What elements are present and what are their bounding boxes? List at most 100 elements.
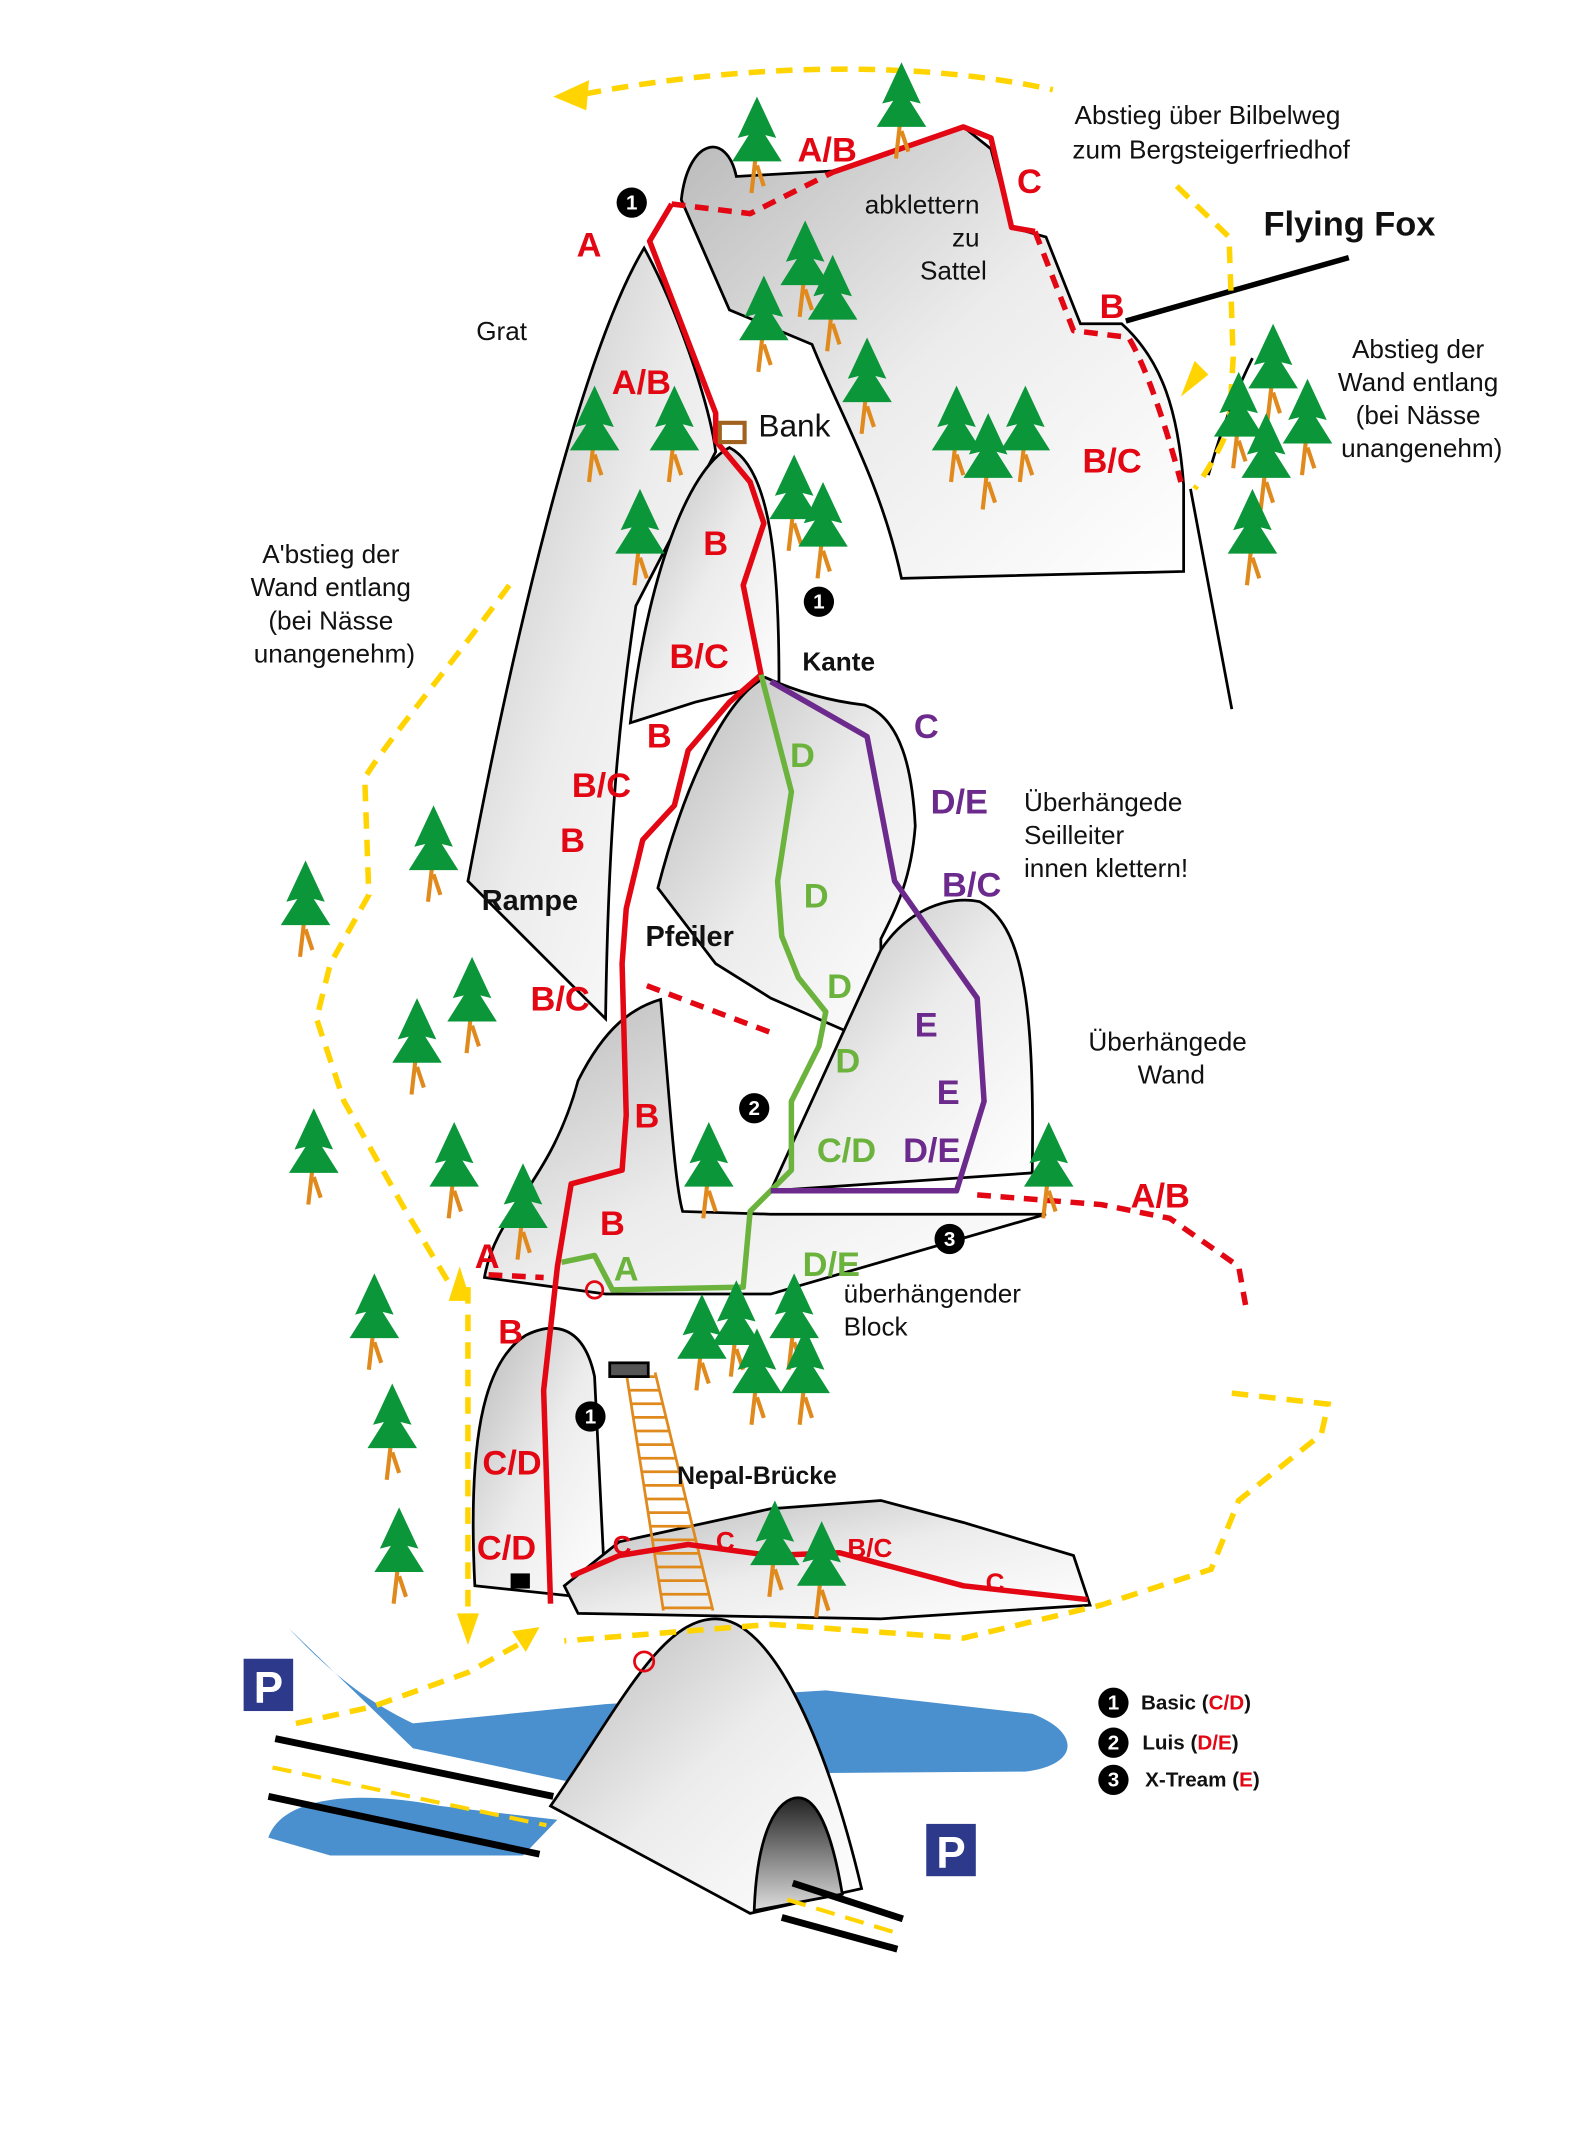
grade-label-red: B (703, 525, 728, 563)
tree-icon (780, 220, 830, 318)
grade-label-red: C (1017, 163, 1042, 201)
kante-label: Kante (802, 647, 875, 677)
tree-icon (684, 1121, 734, 1219)
tree-icon (1227, 488, 1278, 586)
parking-sign-right: P (926, 1823, 976, 1878)
descent-lakeside (295, 1635, 532, 1727)
nepal-bridge-label: Nepal-Brücke (677, 1463, 837, 1490)
tree-icon (796, 1521, 847, 1618)
tree-icon (780, 1328, 830, 1426)
tree-icon (842, 337, 892, 435)
descent-left-label: A'bstieg der Wand entlang (bei Nässe una… (251, 539, 419, 668)
grade-label-red: C (986, 1567, 1005, 1597)
svg-text:X-Tream (E): X-Tream (E) (1145, 1769, 1260, 1792)
svg-text:1: 1 (813, 591, 824, 614)
grade-label-red: B/C (670, 638, 729, 676)
descent-left (313, 583, 512, 1282)
tree-icon (429, 1121, 479, 1219)
svg-text:3: 3 (1108, 1769, 1119, 1792)
tree-icon (750, 1500, 800, 1598)
route-xtream (769, 679, 987, 1194)
tree-icon (807, 254, 858, 352)
descent-top (584, 66, 1054, 97)
grade-label-red: C/D (477, 1530, 536, 1568)
grade-label-red: B/C (531, 981, 590, 1019)
route-basic (540, 202, 767, 1604)
route-number-marker: 1 (616, 187, 647, 218)
rope-anchor-icon (584, 1280, 605, 1300)
grade-label-red: B (498, 1314, 523, 1352)
grade-label-green: D (804, 877, 829, 915)
tree-icon (569, 385, 620, 483)
flying-fox-cable (1125, 255, 1350, 324)
route-number-marker: 2 (739, 1093, 770, 1124)
grade-label-purple: E (915, 1007, 938, 1045)
tree-icon (1241, 413, 1291, 510)
legend-item-basic: 1 Basic (C/D) (1098, 1687, 1251, 1718)
bench-icon (717, 420, 747, 445)
grade-label-red: B (600, 1205, 625, 1243)
roads (267, 1735, 904, 1953)
tree-icon (615, 488, 665, 586)
grade-label-red: A/B (798, 131, 857, 169)
grade-label-red: A (475, 1238, 500, 1276)
tree-icon (280, 860, 331, 958)
descent-right-label: Abstieg der Wand entlang (bei Nässe unan… (1338, 334, 1506, 463)
grade-label-purple: D/E (903, 1132, 960, 1170)
descent-bottom (564, 1390, 1332, 1644)
grade-label-red: B (1100, 288, 1125, 326)
bank-label: Bank (758, 408, 830, 444)
svg-text:1: 1 (626, 191, 637, 214)
cave-icon (510, 1573, 530, 1589)
trees (280, 62, 1333, 1618)
grade-label-red: B (634, 1097, 659, 1135)
flying-fox-label: Flying Fox (1263, 206, 1435, 244)
tree-icon (739, 275, 789, 373)
grade-label-purple: C (914, 708, 939, 746)
svg-text:P: P (254, 1664, 283, 1713)
parking-sign-left: P (243, 1658, 294, 1713)
grade-label-red: B (647, 718, 672, 756)
base-rock (471, 1327, 608, 1602)
downclimb-label: abklettern zu Sattel (865, 190, 987, 286)
svg-text:Luis (D/E): Luis (D/E) (1142, 1732, 1238, 1755)
grade-label-purple: B/C (942, 866, 1001, 904)
route-number-marker: 3 (934, 1223, 965, 1255)
tree-icon (349, 1273, 400, 1370)
tree-icon (1000, 385, 1051, 483)
bank-pillar (628, 446, 781, 725)
svg-text:1: 1 (1108, 1692, 1119, 1715)
grade-label-red: C/D (482, 1444, 541, 1482)
tree-icon (1248, 323, 1298, 421)
grade-label-red: B/C (1082, 442, 1141, 480)
overhanging-wall-label: Überhängede Wand (1088, 1026, 1254, 1089)
descent-top-label: Abstieg über Bilbelweg zum Bergsteigerfr… (1072, 100, 1350, 164)
arch-opening (752, 1796, 844, 1913)
grade-label-green: D (835, 1042, 860, 1080)
grade-label-red: A (577, 226, 602, 264)
tree-icon (876, 62, 927, 159)
grade-label-green: A (614, 1250, 639, 1288)
legend-item-luis: 2 Luis (D/E) (1098, 1727, 1239, 1758)
pfeiler-label: Pfeiler (645, 921, 733, 953)
descent-right (1174, 184, 1236, 491)
grade-label-red: A/B (612, 364, 671, 402)
svg-text:2: 2 (748, 1097, 759, 1120)
svg-text:1: 1 (585, 1405, 596, 1428)
tree-icon (392, 998, 442, 1095)
tree-icon (367, 1383, 418, 1481)
descent-paths (295, 66, 1332, 1727)
grat-label: Grat (476, 316, 528, 346)
tree-icon (498, 1163, 548, 1260)
tree-icon (732, 1328, 782, 1426)
svg-text:P: P (936, 1829, 965, 1878)
grade-label-green: D/E (803, 1246, 860, 1284)
legend: 1 Basic (C/D) 2 Luis (D/E) 3 X-Tream (E) (1098, 1687, 1260, 1796)
tree-icon (408, 805, 459, 903)
arrow-icons (448, 80, 1209, 1652)
grade-label-red: B/C (572, 767, 631, 805)
nepal-bridge (608, 1361, 715, 1611)
svg-text:Basic (C/D): Basic (C/D) (1141, 1692, 1251, 1715)
rampe-label: Rampe (482, 885, 578, 917)
